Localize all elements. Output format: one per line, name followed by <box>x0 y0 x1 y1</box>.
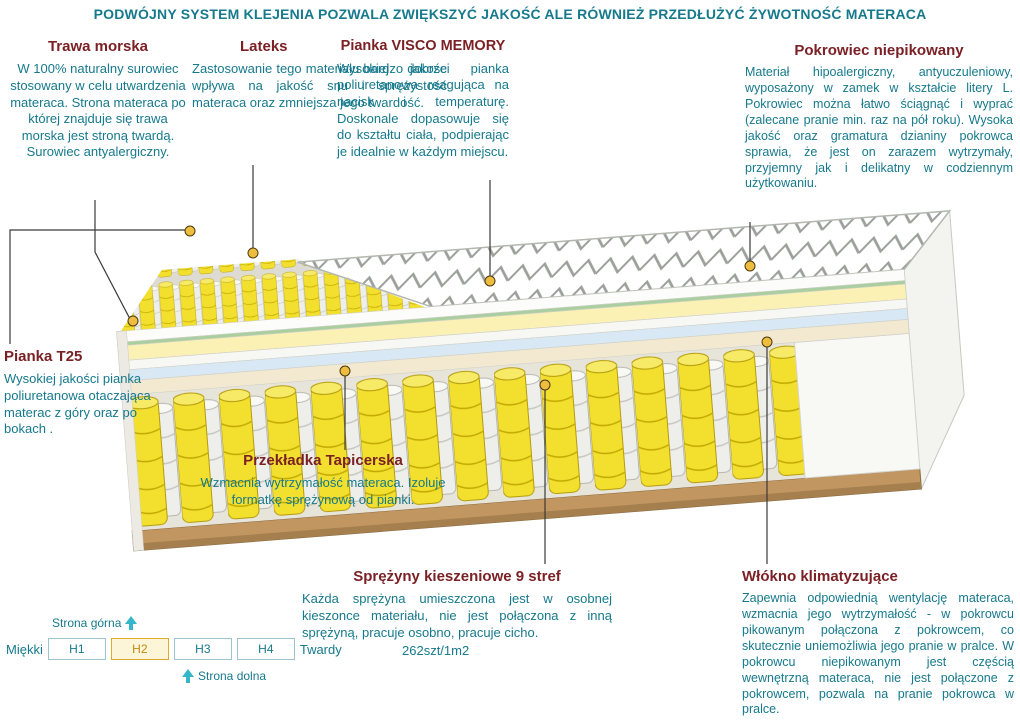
callout-dot-lateks <box>247 247 259 259</box>
visco-body: Wysokiej jakości pianka poliuretanowa re… <box>337 60 509 159</box>
wlokno-title: Włókno klimatyzujące <box>742 568 898 585</box>
label-block-trawa-morska: Trawa morska W 100% naturalny surowiec s… <box>8 38 188 161</box>
pokrowiec-title: Pokrowiec niepikowany <box>794 42 964 59</box>
sprezyny-count: 262szt/1m2 <box>402 643 470 659</box>
up-arrow-icon <box>125 616 138 630</box>
visco-title: Pianka VISCO MEMORY <box>340 38 506 54</box>
sprezyny-title: Sprężyny kieszeniowe 9 stref <box>353 568 561 585</box>
scale-top-label: Strona górna <box>52 616 122 630</box>
hardness-scale: Strona górna Miękki H1 H2 H3 H4 Twardy S… <box>6 616 366 683</box>
label-block-wlokno: Włókno klimatyzujące Zapewnia odpowiedni… <box>742 568 1014 718</box>
callout-line-trawa <box>94 200 131 320</box>
hardness-level-h2: H2 <box>110 638 169 660</box>
callout-dot-pianka-t25 <box>184 225 196 237</box>
callout-dot-visco <box>484 275 496 287</box>
hardness-level-h3: H3 <box>173 638 232 660</box>
pianka-t25-body: Wysokiej jakości pianka poliuretanowa ot… <box>4 371 151 437</box>
trawa-body: W 100% naturalny surowiec stosowany w ce… <box>10 61 186 160</box>
przekladka-title: Przekładka Tapicerska <box>243 452 403 469</box>
lateks-body: Zastosowanie tego materiału bardzo dobrz… <box>192 61 447 110</box>
label-block-pokrowiec: Pokrowiec niepikowany Materiał hipoalerg… <box>745 42 1013 192</box>
pocket-springs-front <box>126 342 806 531</box>
callout-dot-wlokno <box>761 336 773 348</box>
pianka-t25-title: Pianka T25 <box>4 348 83 365</box>
label-block-visco: Pianka VISCO MEMORY Wysokiej jakości pia… <box>337 38 509 160</box>
wlokno-body: Zapewnia odpowiednią wentylację materaca… <box>742 591 1014 717</box>
callout-dot-pokrowiec <box>744 260 756 272</box>
scale-bottom-label: Strona dolna <box>198 669 267 683</box>
sprezyny-body: Każda sprężyna umieszczona jest w osobne… <box>302 591 612 640</box>
label-block-sprezyny: Sprężyny kieszeniowe 9 stref Każda spręż… <box>302 568 612 660</box>
label-block-pianka-t25: Pianka T25 Wysokiej jakości pianka poliu… <box>4 348 162 438</box>
foam-layers <box>116 269 910 396</box>
hardness-level-h1: H1 <box>47 638 106 660</box>
label-block-przekladka: Przekładka Tapicerska Wzmacnia wytrzymał… <box>198 452 448 509</box>
scale-soft-label: Miękki <box>6 641 43 657</box>
top-banner: PODWÓJNY SYSTEM KLEJENIA POZWALA ZWIĘKSZ… <box>93 6 927 22</box>
callout-dot-sprezyny <box>539 379 551 391</box>
mattress-base-edge <box>133 481 922 551</box>
przekladka-body: Wzmacnia wytrzymałość materaca. Izoluje … <box>200 475 446 507</box>
hardness-level-h4: H4 <box>236 638 295 660</box>
mattress-left-end <box>116 330 145 552</box>
callout-dot-przekladka <box>339 365 351 377</box>
mattress-front-cover <box>793 332 921 479</box>
callout-dot-trawa <box>127 315 139 327</box>
pokrowiec-body: Materiał hipoalergiczny, antyuczuleniowy… <box>745 65 1013 191</box>
scale-hard-label: Twardy <box>299 641 342 657</box>
trawa-title: Trawa morska <box>47 38 149 55</box>
callout-line-pianka-t25 <box>9 229 186 344</box>
label-block-lateks: Lateks Zastosowanie tego materiału bardz… <box>192 38 447 111</box>
up-arrow-icon <box>182 669 194 683</box>
lateks-title: Lateks <box>240 38 288 55</box>
